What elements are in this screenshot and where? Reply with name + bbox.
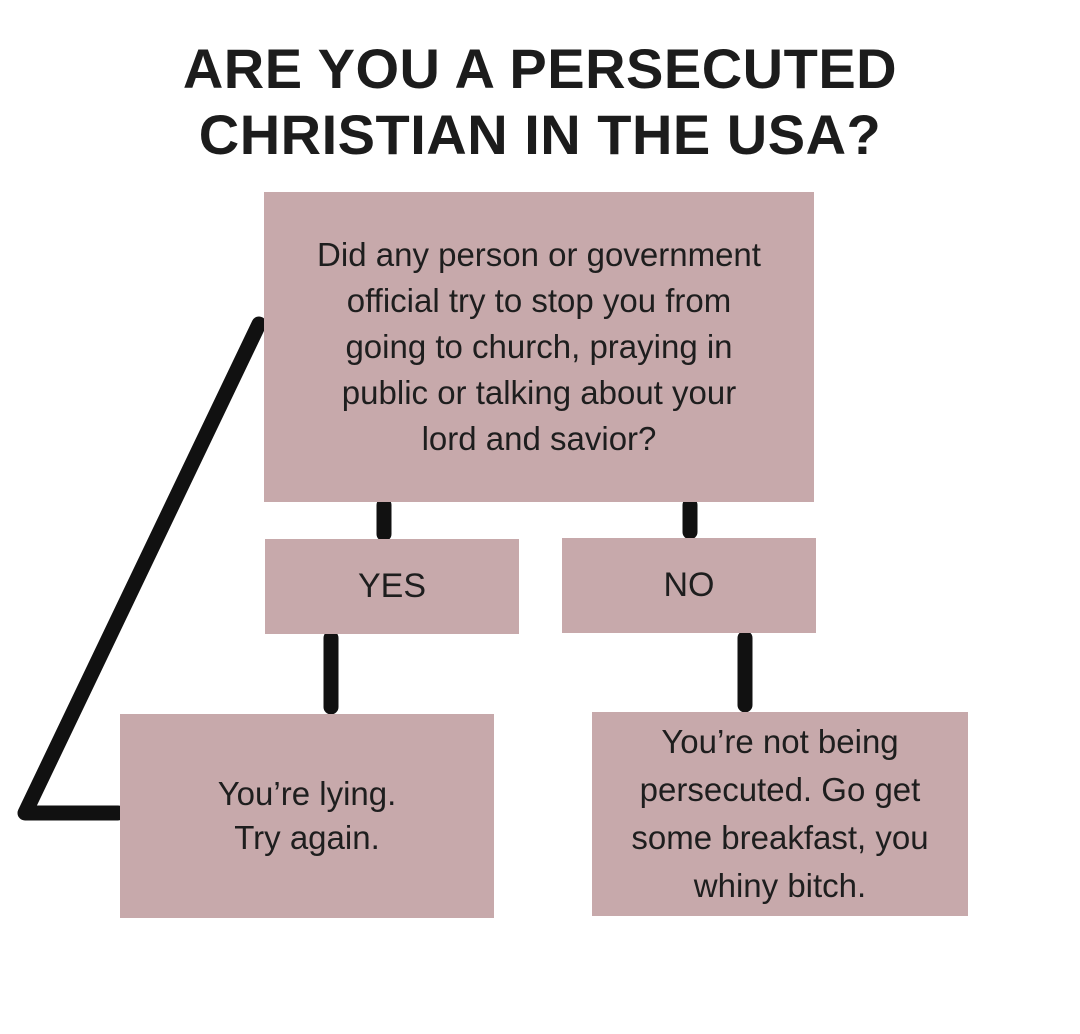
no-box: NO bbox=[562, 538, 816, 633]
lying-text: You’re lying. Try again. bbox=[217, 775, 397, 856]
yes-label: YES bbox=[357, 567, 427, 605]
title-line-1: ARE YOU A PERSECUTED bbox=[182, 37, 898, 100]
no-label: NO bbox=[663, 566, 715, 604]
connector-lying-loop-back bbox=[17, 316, 267, 821]
breakfast-text: You’re not being persecuted. Go get some… bbox=[631, 723, 929, 904]
yes-box: YES bbox=[265, 539, 519, 634]
breakfast-box: You’re not being persecuted. Go get some… bbox=[592, 712, 968, 916]
lying-box: You’re lying. Try again. bbox=[120, 714, 494, 918]
title-line-2: CHRISTIAN IN THE USA? bbox=[198, 103, 882, 166]
page-title: ARE YOU A PERSECUTED CHRISTIAN IN THE US… bbox=[0, 36, 1080, 168]
question-box: Did any person or government official tr… bbox=[264, 192, 814, 502]
question-text: Did any person or government official tr… bbox=[317, 236, 761, 457]
